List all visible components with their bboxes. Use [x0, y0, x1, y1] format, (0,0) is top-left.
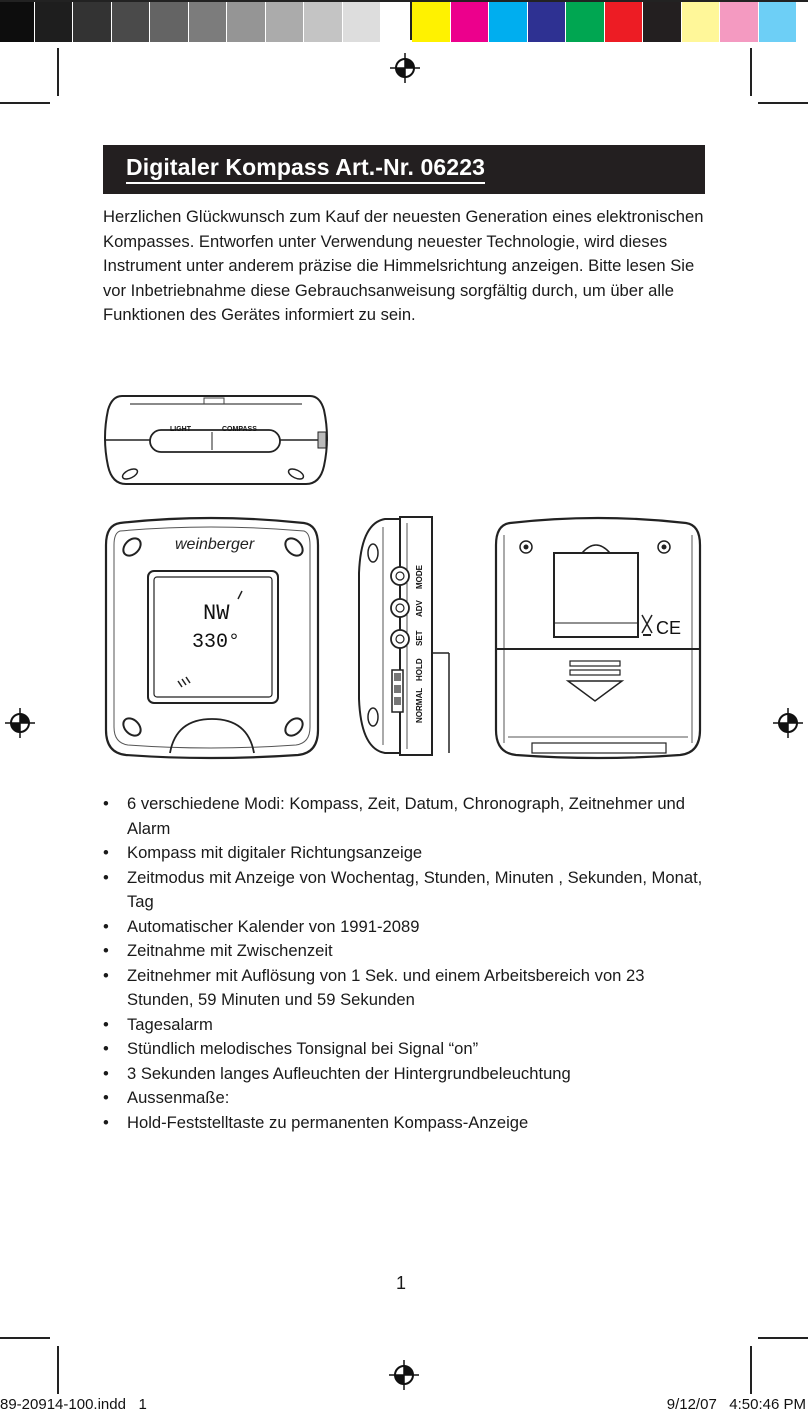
list-item: • Kompass mit digitaler Richtungsanzeige [103, 841, 703, 866]
color-swatch [342, 2, 381, 42]
color-swatch [681, 2, 720, 42]
slug-datetime: 9/12/07 4:50:46 PM [666, 1396, 806, 1413]
list-item-text: Kompass mit digitaler Richtungsanzeige [127, 843, 423, 862]
list-item: • 3 Sekunden langes Aufleuchten der Hinte… [103, 1062, 703, 1087]
color-swatch [412, 2, 451, 42]
list-item-text: Hold-Feststelltaste zu permanenten Kompa… [127, 1112, 529, 1132]
list-item: • Zeitnehmer mit Auflösung von 1 Sek. und… [103, 964, 703, 1013]
list-item: • Zeitmodus mit Anzeige von Wochentag, St… [103, 866, 703, 915]
bullet: • [103, 941, 109, 960]
bullet: • [103, 1088, 109, 1107]
bullet: • [103, 1112, 109, 1132]
crop-mark [758, 1337, 808, 1339]
list-item-text: Zeitnehmer mit Auflösung von 1 Sek. und … [127, 965, 645, 1010]
list-item: • Tagesalarm [103, 1013, 703, 1038]
list-item-text: 6 verschiedene Modi: Kompass, Zeit, Datu… [127, 794, 686, 838]
intro-paragraph: Herzlichen Glückwunsch zum Kauf der neue… [103, 207, 704, 325]
normal-label: NORMAL [415, 688, 424, 723]
ce-mark: CE [656, 618, 681, 638]
color-swatch [643, 2, 682, 42]
hold-label: HOLD [415, 658, 424, 681]
color-swatch [304, 2, 343, 42]
page-number: 1 [396, 1273, 407, 1293]
list-item-text: 3 Sekunden langes Aufleuchten der Hinter… [127, 1063, 571, 1083]
crop-mark [0, 1337, 50, 1339]
bullet: • [103, 843, 109, 862]
list-item: • Hold-Feststelltaste zu permanenten Komp… [103, 1111, 703, 1136]
device-front-view-illustration: weinberger NW 330° [104, 516, 320, 760]
page-title: Digitaler Kompass Art.-Nr. 06223 [126, 154, 485, 184]
bullet: • [103, 867, 109, 887]
color-swatch [604, 2, 643, 42]
list-item-text: Automatischer Kalender von 1991-2089 [127, 916, 420, 936]
bullet: • [103, 1014, 109, 1034]
color-swatch [758, 2, 797, 42]
list-item-text: Zeitmodus mit Anzeige von Wochentag, Stu… [127, 867, 703, 912]
crop-mark [750, 48, 752, 96]
list-item: • Stündlich melodisches Tonsignal bei Sig… [103, 1037, 703, 1062]
bullet: • [103, 1039, 109, 1058]
color-swatch [489, 2, 528, 42]
adv-label: ADV [415, 599, 424, 617]
color-swatch [450, 2, 489, 42]
bullet: • [103, 916, 109, 936]
registration-mark-icon [5, 708, 35, 738]
slug-file-name: 89-20914-100.indd 1 [0, 1396, 147, 1413]
color-swatch [227, 2, 266, 42]
device-side-view-illustration: MODE ADV SET HOLD NORMAL [358, 516, 450, 756]
color-swatch [797, 2, 808, 42]
registration-mark-icon [773, 708, 803, 738]
bullet: • [103, 1063, 109, 1083]
list-item-text: Stündlich melodisches Tonsignal bei Sign… [127, 1039, 479, 1058]
feature-list: • 6 verschiedene Modi: Kompass, Zeit, Dat… [103, 792, 703, 1135]
list-item-text: Zeitnahme mit Zwischenzeit [127, 941, 333, 960]
color-swatch [150, 2, 189, 42]
color-swatch [527, 2, 566, 42]
light-label: LIGHT [170, 426, 192, 433]
color-swatch [73, 2, 112, 42]
color-swatch [111, 2, 150, 42]
list-item: • Aussenmaße: [103, 1086, 703, 1111]
bullet: • [103, 794, 109, 813]
bullet: • [103, 965, 109, 985]
device-back-view-illustration: CE [494, 516, 702, 760]
list-item-text: Tagesalarm [127, 1014, 213, 1034]
color-swatch [566, 2, 605, 42]
list-item: • Zeitnahme mit Zwischenzeit [103, 939, 703, 964]
device-top-view-illustration: LIGHT COMPASS [104, 395, 328, 485]
registration-mark-icon [390, 53, 420, 83]
list-item: • Automatischer Kalender von 1991-2089 [103, 915, 703, 940]
color-swatch [265, 2, 304, 42]
list-item-text: Aussenmaße: [127, 1088, 230, 1107]
display-degrees: 330° [192, 631, 240, 654]
crop-mark [57, 1346, 59, 1394]
process-color-bar [410, 0, 808, 42]
list-item: • 6 verschiedene Modi: Kompass, Zeit, Dat… [103, 792, 703, 841]
color-swatch [34, 2, 73, 42]
crop-mark [758, 102, 808, 104]
compass-label: COMPASS [222, 426, 257, 433]
registration-mark-icon [389, 1360, 419, 1390]
crop-mark [0, 102, 50, 104]
crop-mark [750, 1346, 752, 1394]
crop-mark [57, 48, 59, 96]
color-swatch [720, 2, 759, 42]
color-swatch [0, 2, 35, 42]
title-banner: Digitaler Kompass Art.-Nr. 06223 [103, 145, 705, 194]
display-direction: NW [203, 601, 230, 626]
mode-label: MODE [415, 564, 424, 589]
grayscale-color-bar [0, 0, 422, 42]
set-label: SET [415, 630, 424, 646]
brand-logo: weinberger [175, 536, 255, 553]
color-swatch [188, 2, 227, 42]
